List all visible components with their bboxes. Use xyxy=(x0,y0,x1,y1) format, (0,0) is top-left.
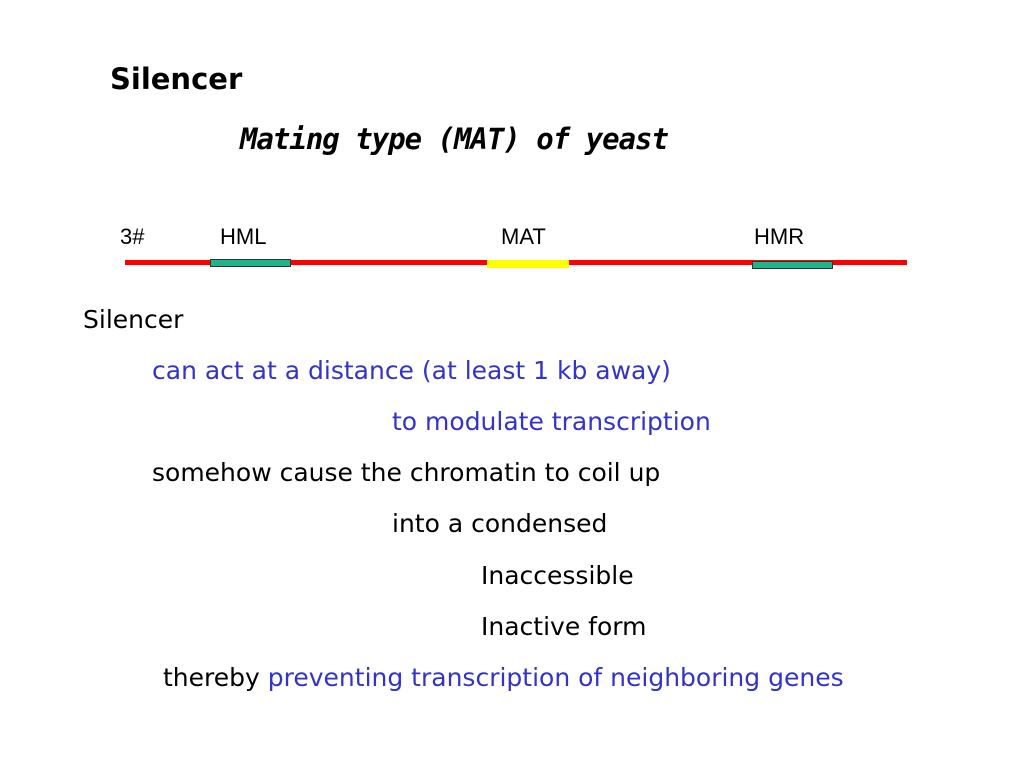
locus-label-mat: MAT xyxy=(501,224,546,249)
body-line-distance: can act at a distance (at least 1 kb awa… xyxy=(152,356,671,385)
locus-box-hml xyxy=(210,259,291,267)
locus-label-hml: HML xyxy=(220,224,267,249)
body-line-thereby: thereby preventing transcription of neig… xyxy=(163,663,844,692)
thereby-prefix: thereby xyxy=(163,663,260,692)
body-line-condensed: into a condensed xyxy=(392,509,608,538)
body-heading: Silencer xyxy=(83,305,184,334)
slide-subtitle: Mating type (MAT) of yeast xyxy=(240,122,669,156)
body-line-modulate: to modulate transcription xyxy=(392,407,711,436)
body-line-inactive: Inactive form xyxy=(481,612,647,641)
locus-box-hmr xyxy=(752,261,833,269)
locus-box-mat xyxy=(487,260,569,268)
slide-title: Silencer xyxy=(110,62,243,96)
body-line-inaccessible: Inaccessible xyxy=(481,561,634,590)
locus-label-hmr: HMR xyxy=(754,224,805,249)
thereby-highlight: preventing transcription of neighboring … xyxy=(267,663,844,692)
body-line-coil: somehow cause the chromatin to coil up xyxy=(152,458,661,487)
left-end-label: 3# xyxy=(120,224,145,249)
